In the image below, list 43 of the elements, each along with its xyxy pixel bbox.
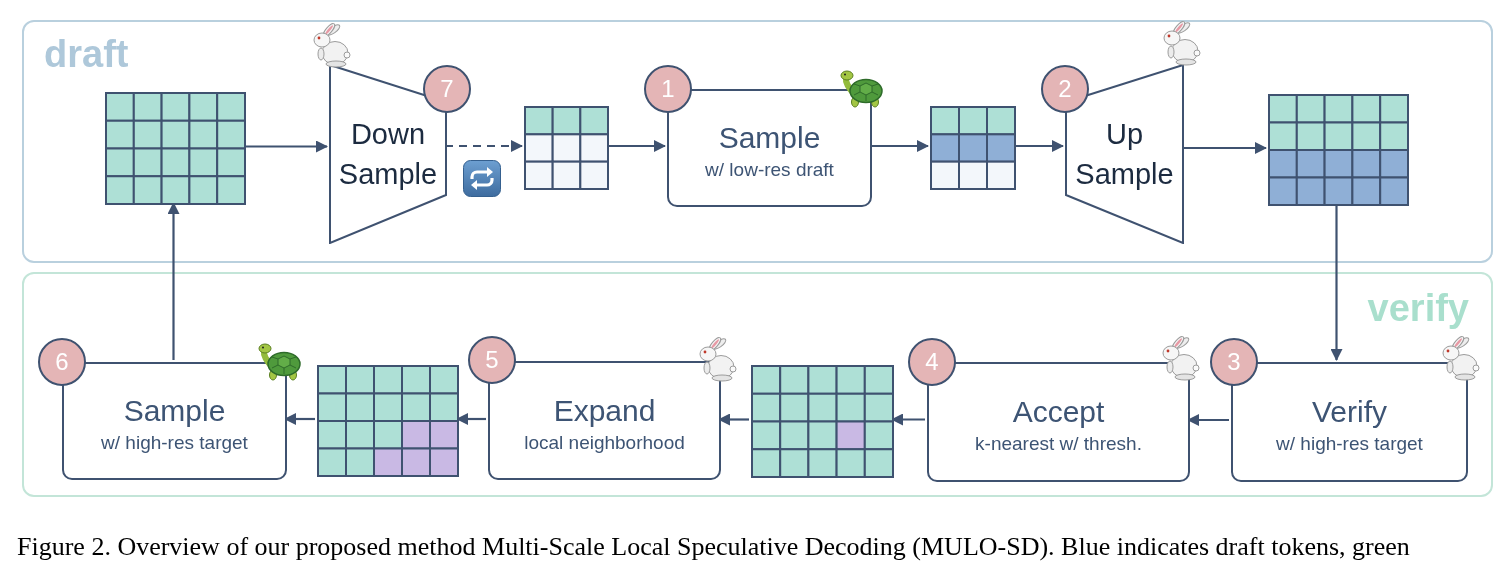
dashed-arrow bbox=[445, 140, 523, 152]
token-grid bbox=[1268, 94, 1409, 206]
arrow bbox=[1182, 142, 1267, 154]
arrow bbox=[1187, 414, 1229, 426]
step-title: Accept bbox=[1012, 394, 1105, 430]
arrow bbox=[284, 413, 315, 425]
figure-caption: Figure 2. Overview of our proposed method Multi-Scale Local Speculative Decoding (MULO-SD). Blue indicates draft tokens, green bbox=[17, 532, 1410, 562]
token-grid bbox=[317, 365, 459, 477]
step-number: 1 bbox=[644, 65, 692, 113]
step-number: 4 bbox=[908, 338, 956, 386]
step-detail: w/ high-res target bbox=[101, 431, 248, 455]
arrow bbox=[1014, 140, 1064, 152]
arrow bbox=[870, 140, 929, 152]
arrow bbox=[891, 413, 925, 426]
step-title: Sample bbox=[718, 120, 821, 156]
step-title: Sample bbox=[123, 393, 226, 429]
step-number: 3 bbox=[1210, 338, 1258, 386]
step-number: 6 bbox=[38, 338, 86, 386]
block-label: Up Sample bbox=[1074, 117, 1175, 192]
stage-panel bbox=[22, 272, 1493, 497]
step-number: 5 bbox=[468, 336, 516, 384]
block-label: Down Sample bbox=[338, 117, 438, 192]
token-grid bbox=[105, 92, 246, 205]
stage-panel bbox=[22, 20, 1493, 263]
step-detail: k-nearest w/ thresh. bbox=[975, 432, 1142, 456]
step-detail: local neighborhood bbox=[524, 430, 685, 455]
step-number: 2 bbox=[1041, 65, 1089, 113]
token-grid bbox=[751, 365, 894, 478]
panel-title: verify bbox=[1367, 286, 1469, 330]
token-grid bbox=[930, 106, 1016, 190]
arrow bbox=[1330, 204, 1343, 361]
arrow bbox=[244, 140, 328, 153]
arrow bbox=[456, 413, 486, 425]
step-number: 7 bbox=[423, 65, 471, 113]
arrow bbox=[607, 140, 666, 152]
step-detail: w/ low-res draft bbox=[705, 158, 834, 182]
panel-title: draft bbox=[44, 32, 129, 76]
step-title: Verify bbox=[1312, 394, 1387, 430]
arrow bbox=[718, 413, 749, 426]
step-title: Expand bbox=[553, 392, 656, 429]
step-detail: w/ high-res target bbox=[1276, 432, 1423, 456]
token-grid bbox=[524, 106, 609, 190]
arrow bbox=[167, 202, 180, 360]
